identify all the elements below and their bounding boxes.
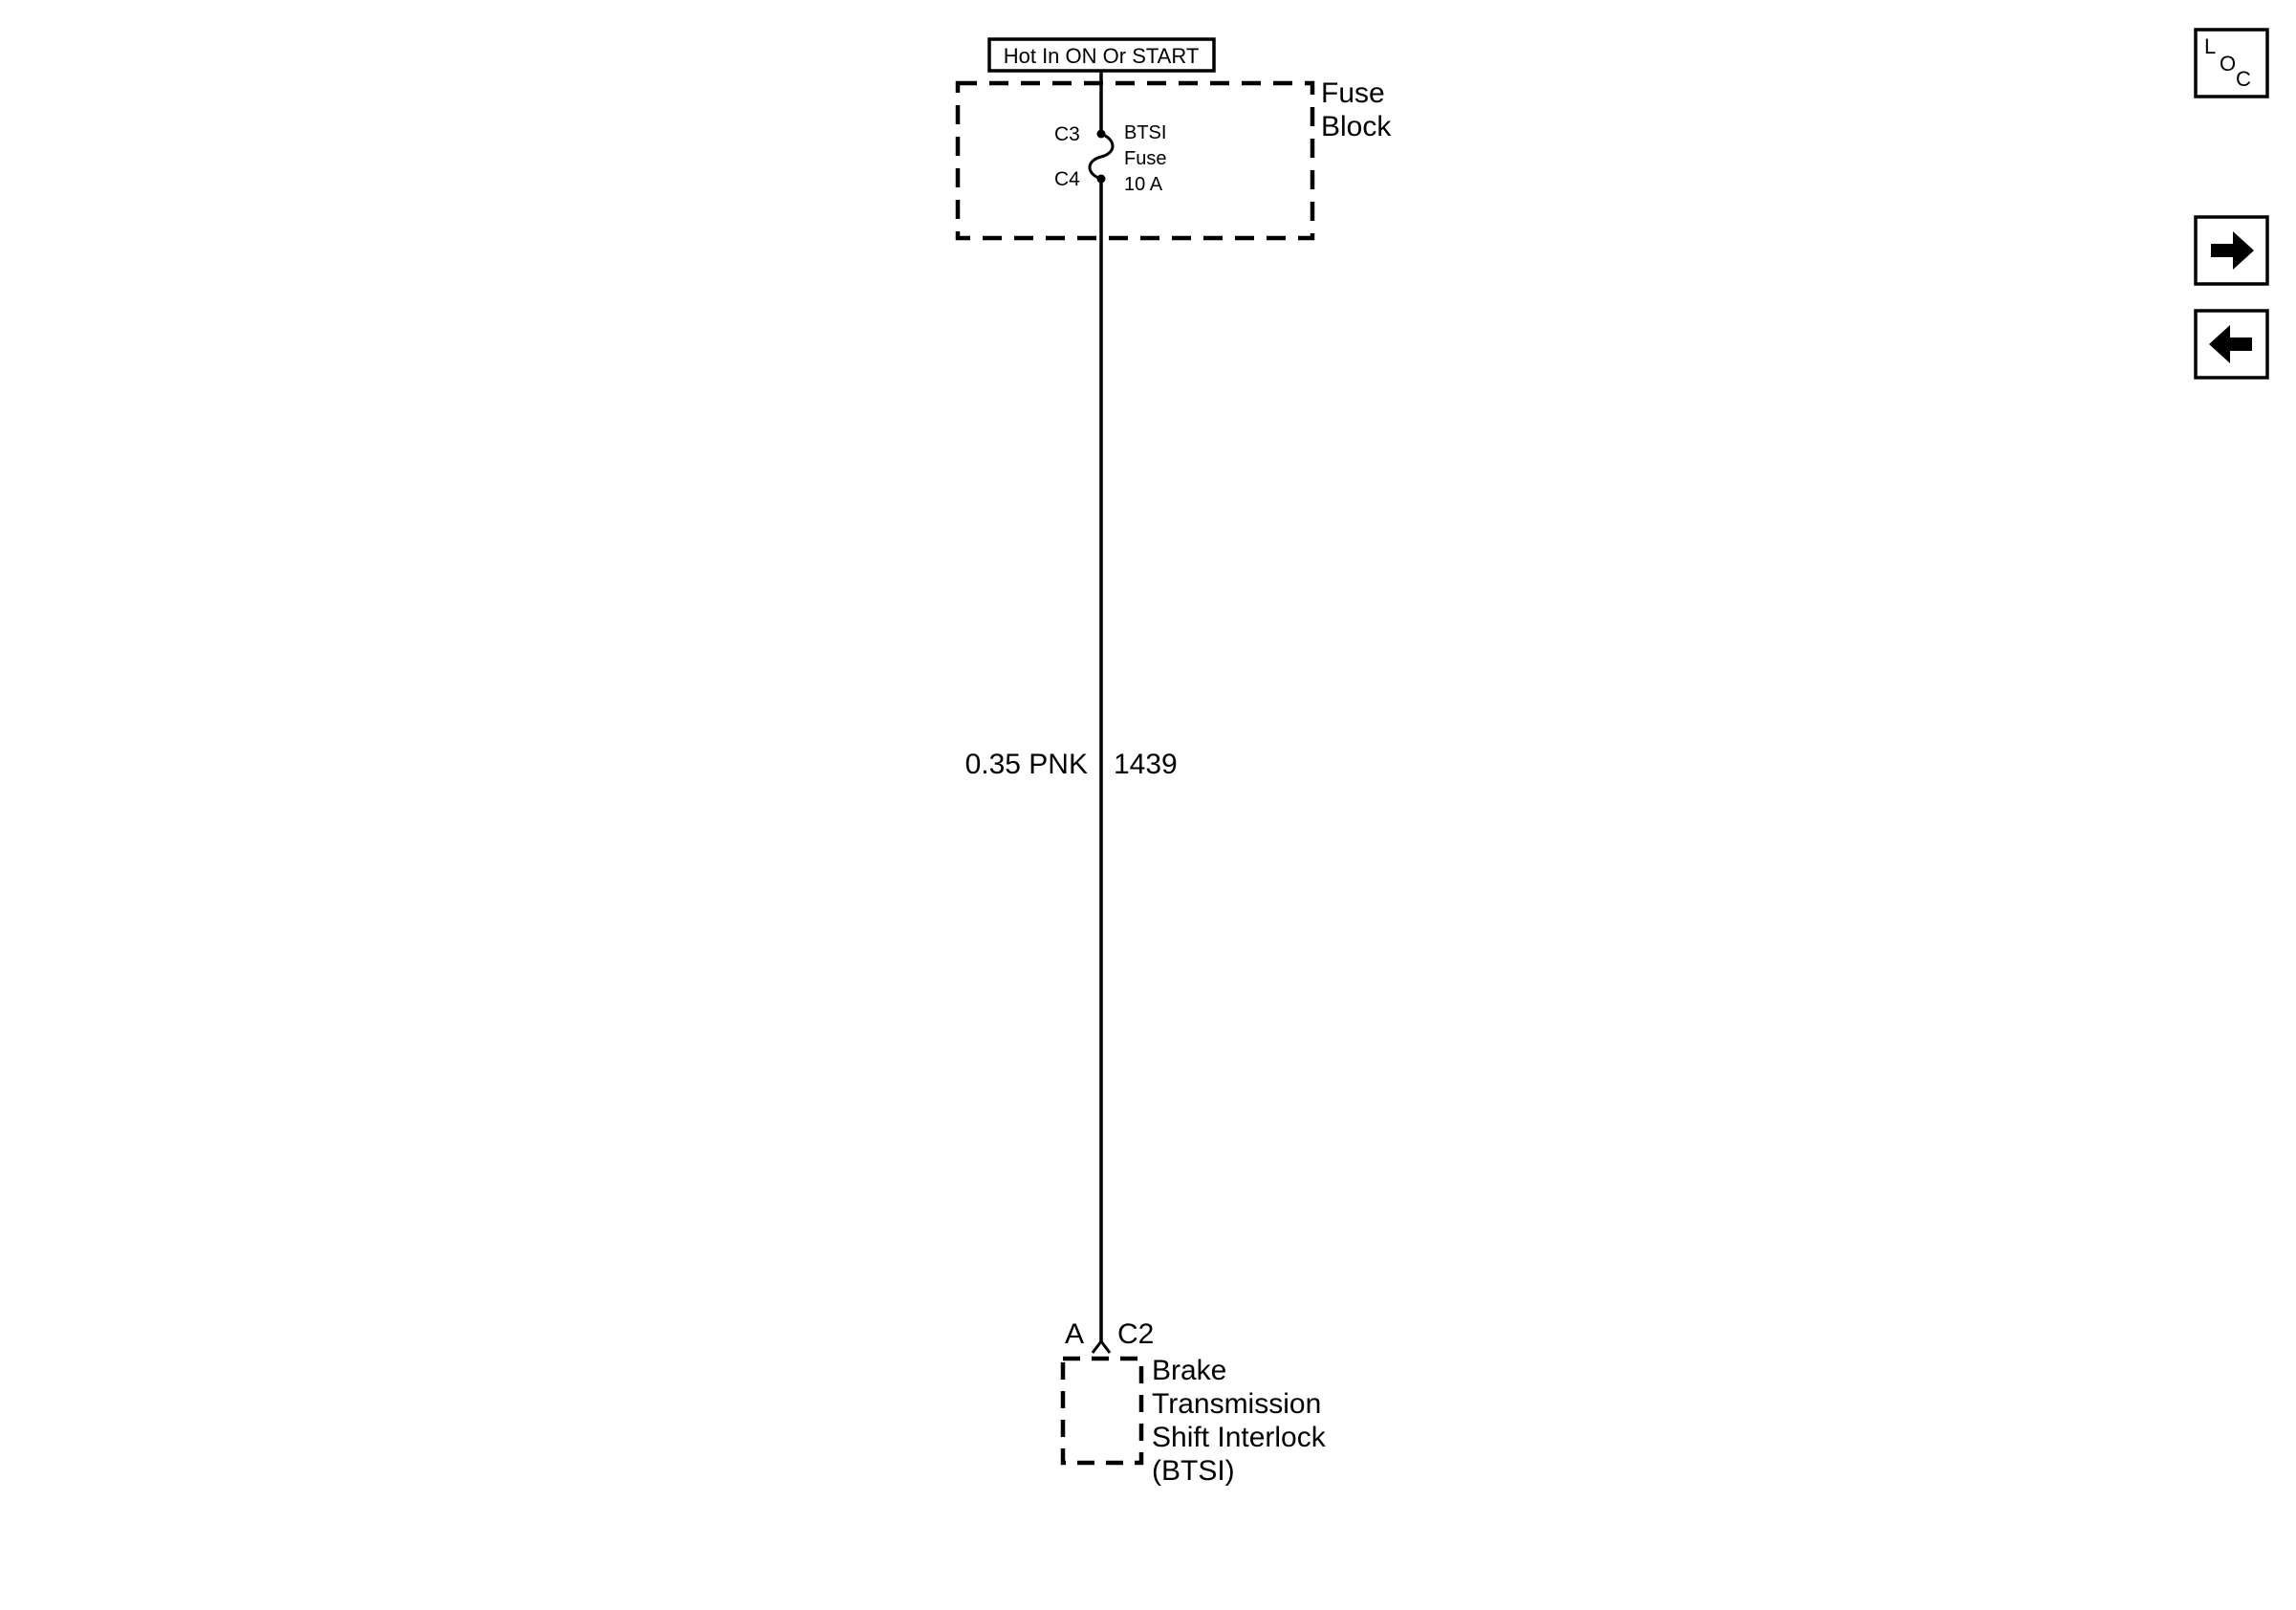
previous-page-button[interactable]: [2194, 309, 2269, 380]
connector-c2-symbol: [1091, 1338, 1112, 1354]
fuse-word: Fuse: [1124, 148, 1166, 169]
fuse-block-name-line2: Block: [1321, 111, 1392, 142]
btsi-name-line4: (BTSI): [1152, 1455, 1235, 1487]
fuse-name: BTSI: [1124, 122, 1166, 143]
fuse-block-name-line1: Fuse: [1321, 77, 1385, 109]
next-page-button[interactable]: [2194, 215, 2269, 286]
wire-gauge-color: 0.35 PNK: [965, 749, 1088, 780]
loc-letter-l: L: [2204, 34, 2216, 58]
fuse-terminal-in: C3: [1054, 123, 1080, 145]
btsi-component-outline: [1060, 1356, 1144, 1466]
loc-letter-c: C: [2236, 67, 2251, 91]
power-source-text: Hot In ON Or START: [1004, 44, 1200, 68]
fuse-block: Fuse Block C3 C4 BTSI Fuse 10 A: [955, 77, 1392, 241]
btsi-name-line2: Transmission: [1152, 1388, 1321, 1420]
loc-letter-o: O: [2220, 52, 2236, 76]
fuse-rating: 10 A: [1124, 174, 1163, 195]
fuse-symbol: [1088, 132, 1115, 181]
loc-button-frame[interactable]: [2194, 28, 2269, 98]
connector-pin-label: A: [1065, 1318, 1084, 1350]
circuit-wire: 0.35 PNK 1439: [965, 71, 1178, 1342]
loc-button[interactable]: L O C: [2194, 28, 2269, 98]
arrow-right-icon: [2211, 231, 2254, 270]
arrow-left-icon: [2209, 325, 2252, 363]
fuse-terminal-out: C4: [1054, 168, 1080, 190]
wire-circuit-number: 1439: [1114, 749, 1178, 780]
btsi-name-line3: Shift Interlock: [1152, 1422, 1327, 1453]
btsi-component: A C2 Brake Transmission Shift Interlock …: [1060, 1318, 1327, 1487]
loc-icon: L O C: [2204, 34, 2251, 91]
power-source-label: Hot In ON Or START: [987, 37, 1216, 73]
connector-name-label: C2: [1117, 1318, 1154, 1350]
btsi-name-line1: Brake: [1152, 1355, 1226, 1386]
